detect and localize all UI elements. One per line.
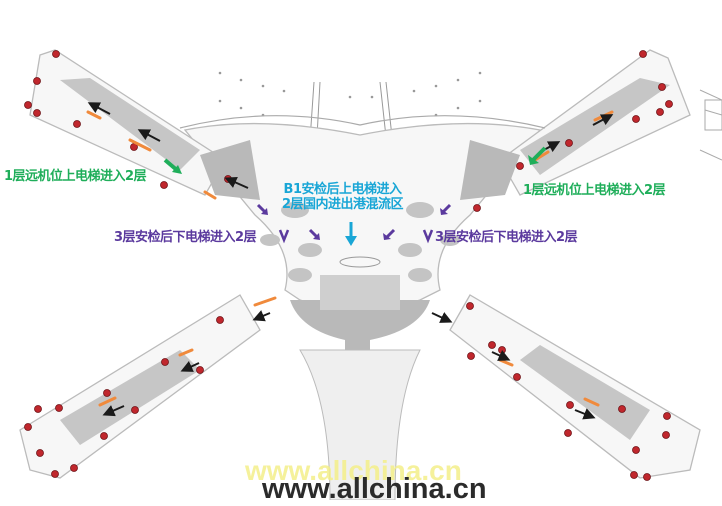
gate-markers xyxy=(24,50,673,481)
right-purple-annotation: 3层安检后下电梯进入2层 xyxy=(435,230,578,245)
apron-markers xyxy=(218,71,482,117)
watermark-dark: www.allchina.cn xyxy=(262,473,487,505)
watermark-yellow: www.allchina.cn xyxy=(245,455,462,486)
left-purple-annotation: 3层安检后下电梯进入2层 xyxy=(114,230,257,245)
left-green-annotation: 1层远机位上电梯进入2层 xyxy=(4,169,147,184)
center-blue-line1: B1安检后上电梯进入 xyxy=(283,182,402,197)
center-blue-line2: 2层国内进出港混流区 xyxy=(282,197,404,212)
right-green-annotation: 1层远机位上电梯进入2层 xyxy=(523,183,666,198)
flow-arrows xyxy=(163,146,547,246)
center-blue-annotation: B1安检后上电梯进入 2层国内进出港混流区 xyxy=(282,182,404,212)
